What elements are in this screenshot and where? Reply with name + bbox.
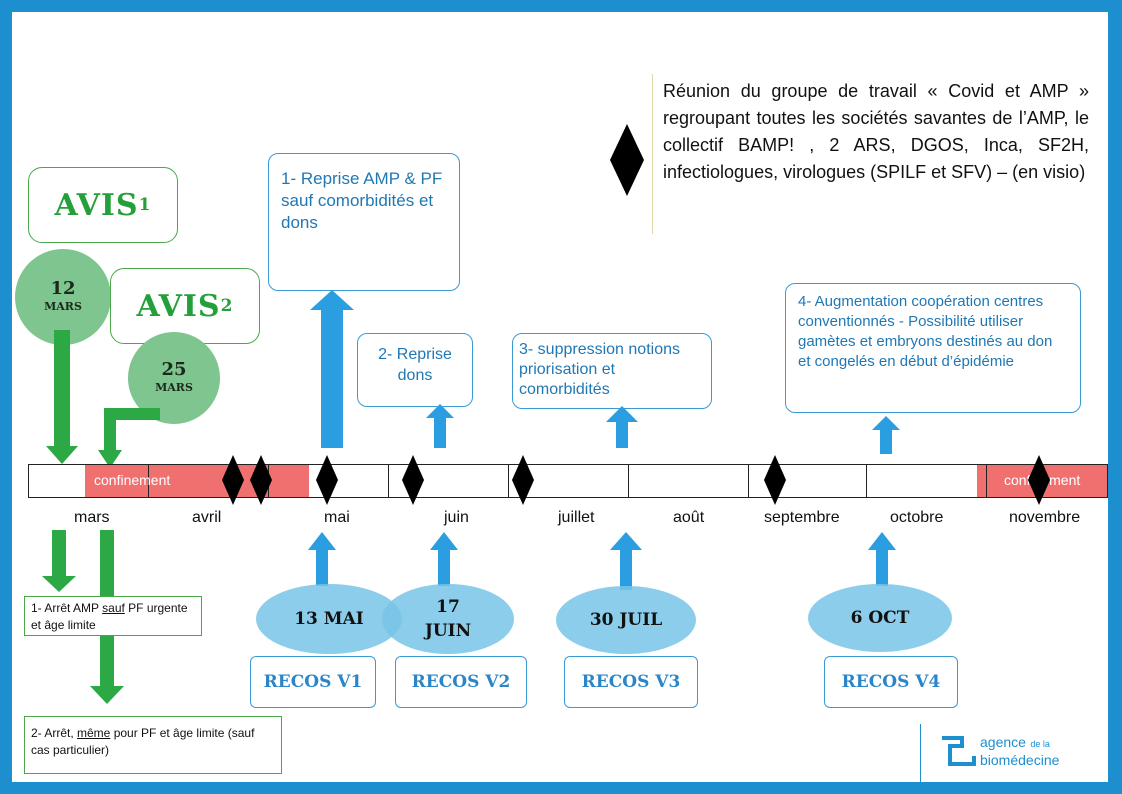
date-ellipse-17juin: 17 JUIN: [382, 584, 514, 654]
note-2-u: même: [77, 726, 111, 740]
arrow-25mars-bent: [104, 408, 160, 450]
month-label-novembre: novembre: [1009, 509, 1081, 526]
month-divider-7: [866, 464, 867, 498]
meeting-diamond-icon: [1028, 455, 1050, 505]
month-label-juillet: juillet: [558, 509, 595, 526]
arrow-box2-head: [426, 404, 454, 418]
note-1-b: PF urgente et âge limite: [31, 601, 188, 632]
logo-line2: biomédecine: [980, 752, 1060, 768]
arrow-17juin-shaft: [438, 550, 450, 586]
logo-line1: agence: [980, 734, 1026, 750]
note-2: 2- Arrêt, même pour PF et âge limite (sa…: [24, 716, 282, 774]
meeting-diamond-icon: [250, 455, 272, 505]
arrow-mars-down-1-head: [42, 576, 76, 592]
arrow-6oct-shaft: [876, 550, 888, 586]
arrow-box3-head: [606, 406, 638, 422]
logo-text: agence de la biomédecine: [980, 734, 1059, 769]
arrow-mars-down-2-head: [90, 686, 124, 704]
month-divider-6: [748, 464, 749, 498]
arrow-12mars-shaft: [54, 330, 70, 446]
arrow-13mai-shaft: [316, 550, 328, 586]
month-label-octobre: octobre: [890, 509, 944, 526]
month-label-mars: mars: [74, 509, 110, 526]
meeting-diamond-icon: [512, 455, 534, 505]
meeting-diamond-icon: [222, 455, 244, 505]
month-divider-5: [628, 464, 629, 498]
month-label-avril: avril: [192, 509, 222, 526]
month-divider-3: [388, 464, 389, 498]
note-2-b: pour PF et âge limite (sauf cas particul…: [31, 726, 255, 757]
note-1-u: sauf: [102, 601, 125, 615]
logo-line1-small: de la: [1030, 739, 1050, 749]
arrow-17juin-head: [430, 532, 458, 550]
logo-separator: [920, 724, 921, 782]
recos-v1-box: RECOS V1: [250, 656, 376, 708]
blue-arrows: [308, 290, 900, 590]
note-1-a: 1- Arrêt AMP: [31, 601, 103, 615]
date-17juin-text: 17 JUIN: [424, 597, 472, 641]
confinement-span-1: [85, 465, 309, 497]
note-1: 1- Arrêt AMP sauf PF urgente et âge limi…: [24, 596, 202, 636]
arrow-box3-shaft: [616, 422, 628, 448]
meeting-diamond-icon: [316, 455, 338, 505]
arrow-12mars-head: [46, 446, 78, 464]
avis-1-date: 12 MARS: [15, 249, 111, 345]
blue-box-3: 3- suppression notions priorisation et c…: [512, 333, 712, 409]
avis-2-sup: 2: [220, 296, 234, 316]
blue-box-4: 4- Augmentation coopération centres conv…: [785, 283, 1081, 413]
arrow-box1-head: [310, 290, 354, 310]
logo: agence de la biomédecine: [940, 734, 1080, 770]
avis-2-label: AVIS: [136, 288, 221, 324]
timeline-bar: confinement confinement: [28, 464, 1109, 498]
meeting-diamond-icon: [402, 455, 424, 505]
month-divider-4: [508, 464, 509, 498]
legend-diamond-icon: [610, 124, 644, 196]
avis-1-month: MARS: [44, 300, 82, 313]
avis-1-sup: 1: [138, 195, 152, 215]
avis-2-month: MARS: [155, 381, 193, 394]
arrow-6oct-head: [868, 532, 896, 550]
legend-separator: [652, 74, 653, 234]
arrow-box1-shaft: [321, 310, 343, 448]
slide: Réunion du groupe de travail « Covid et …: [12, 12, 1108, 782]
arrow-13mai-head: [308, 532, 336, 550]
blue-box-2: 2- Reprise dons: [357, 333, 473, 407]
logo-mark-icon: [942, 736, 976, 766]
month-label-mai: mai: [324, 509, 350, 526]
note-2-a: 2- Arrêt,: [31, 726, 78, 740]
arrow-mars-down-1-shaft: [52, 530, 66, 576]
meeting-diamond-icon: [764, 455, 786, 505]
recos-v2-box: RECOS V2: [395, 656, 527, 708]
month-label-juin: juin: [444, 509, 469, 526]
avis-1-day: 12: [50, 278, 76, 299]
date-ellipse-30juil: 30 JUIL: [556, 586, 696, 654]
month-divider-8: [986, 464, 987, 498]
date-ellipse-6oct: 6 OCT: [808, 584, 952, 652]
arrow-30juil-shaft: [620, 550, 632, 590]
arrow-box4-shaft: [880, 430, 892, 454]
blue-box-1: 1- Reprise AMP & PF sauf comorbidités et…: [268, 153, 460, 291]
month-label-aout: août: [673, 509, 705, 526]
timeline-outline: [28, 464, 1108, 498]
avis-1-label: AVIS: [54, 187, 139, 223]
arrow-box4-head: [872, 416, 900, 430]
avis-2-day: 25: [161, 359, 187, 380]
recos-v4-box: RECOS V4: [824, 656, 958, 708]
legend-text: Réunion du groupe de travail « Covid et …: [663, 81, 1089, 182]
arrow-box2-shaft: [434, 418, 446, 448]
arrow-30juil-head: [610, 532, 642, 550]
month-divider-1: [148, 464, 149, 498]
green-arrows: [42, 330, 160, 704]
recos-v3-box: RECOS V3: [564, 656, 698, 708]
arrow-25mars-head: [98, 450, 122, 468]
confinement-label-1: confinement: [94, 472, 171, 488]
month-label-septembre: septembre: [764, 509, 840, 526]
date-ellipse-13mai: 13 MAI: [256, 584, 402, 654]
